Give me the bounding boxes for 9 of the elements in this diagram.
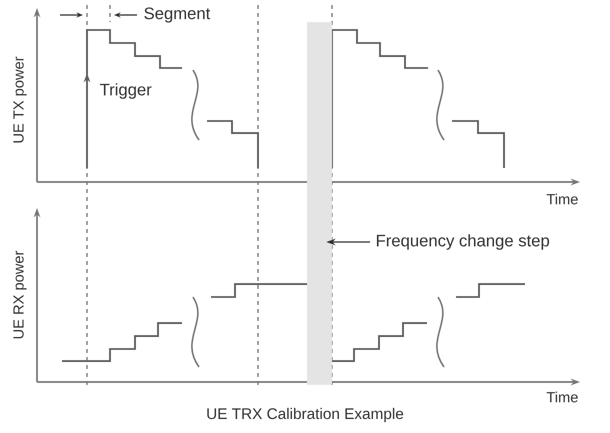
axis-label: UE TX power xyxy=(13,56,27,142)
caption: UE TRX Calibration Example xyxy=(207,408,404,422)
frequency-change-band xyxy=(307,22,332,385)
dimension-label: Segment xyxy=(144,7,210,23)
axis-label: Time xyxy=(546,392,578,402)
note-text: Frequency change step xyxy=(376,234,550,250)
axis-label: UE RX power xyxy=(13,250,27,338)
trigger-label: Trigger xyxy=(100,83,152,99)
axis-label: Time xyxy=(546,194,578,204)
